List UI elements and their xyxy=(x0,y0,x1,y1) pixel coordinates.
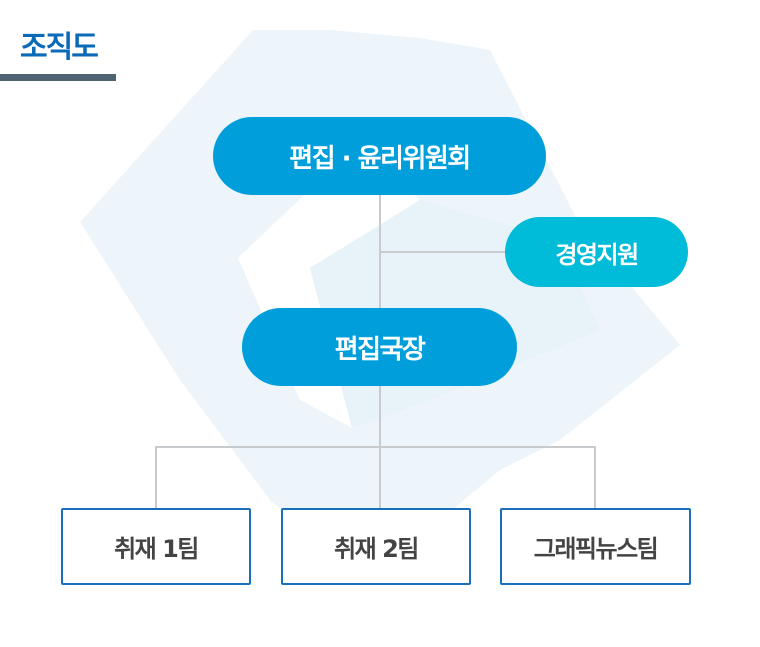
connector-line xyxy=(155,446,157,508)
node-team-graphic-news: 그래픽뉴스팀 xyxy=(500,508,691,585)
page-title: 조직도 xyxy=(20,30,99,65)
node-management: 경영지원 xyxy=(505,217,688,287)
node-committee: 편집 · 윤리위원회 xyxy=(213,117,546,195)
node-editor-in-chief: 편집국장 xyxy=(242,308,517,386)
node-team-2: 취재 2팀 xyxy=(281,508,471,585)
node-team-1: 취재 1팀 xyxy=(61,508,251,585)
connector-line xyxy=(156,446,596,448)
connector-line xyxy=(594,446,596,508)
title-underline xyxy=(0,74,116,81)
connector-line xyxy=(380,251,506,253)
